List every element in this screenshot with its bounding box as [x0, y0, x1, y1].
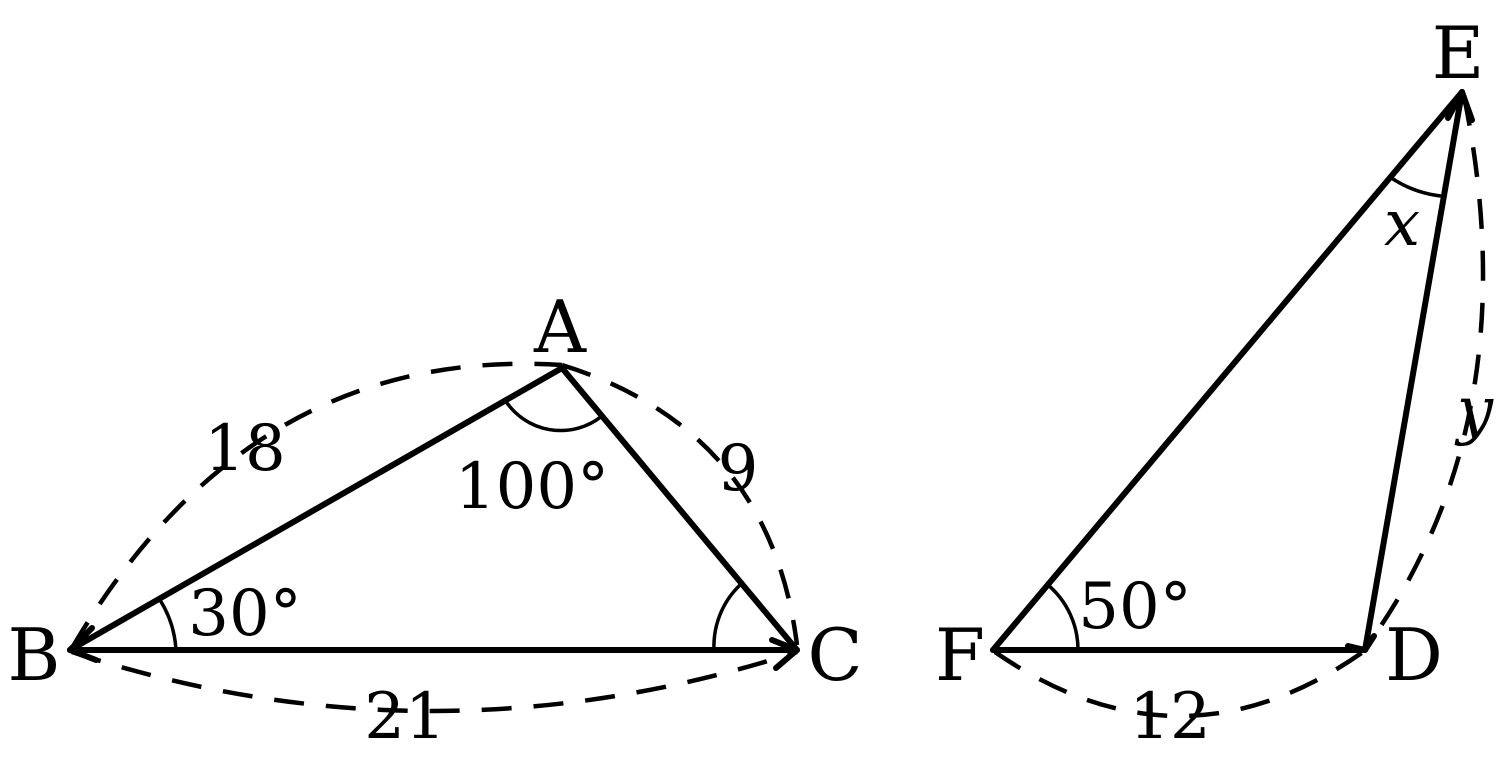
side-ab-line [67, 365, 565, 653]
side-ac-length: 9 [718, 432, 759, 506]
angle-e-arc [1389, 175, 1442, 198]
vertex-a-label: A [533, 285, 587, 369]
angle-a-arc [503, 399, 604, 433]
side-de-line [1362, 89, 1465, 653]
vertex-c-label: C [807, 613, 862, 697]
side-ab-length: 18 [204, 412, 285, 486]
side-ac-dimension-arc [561, 362, 800, 646]
triangle-abc: A B C 18 9 21 100° 30° [8, 285, 863, 754]
vertex-b-label: B [8, 613, 61, 697]
angle-e-variable: x [1384, 187, 1420, 261]
vertex-d-arrowhead [1345, 633, 1377, 653]
side-fd-length: 12 [1129, 680, 1210, 754]
side-fd-dimension-arc [993, 650, 1365, 719]
side-de-variable: y [1454, 374, 1494, 448]
angle-c-arc [712, 583, 742, 651]
angle-a-measure: 100° [455, 450, 609, 524]
angle-f-measure: 50° [1078, 570, 1191, 644]
triangle-def: E F D 12 y x 50° [935, 11, 1494, 754]
side-bc-length: 21 [364, 680, 445, 754]
vertex-d-label: D [1385, 613, 1443, 697]
vertex-e-label: E [1432, 11, 1485, 95]
angle-f-arc [1046, 583, 1080, 651]
angle-b-arc [158, 599, 178, 651]
vertex-c-arrowhead [769, 637, 800, 671]
angle-b-measure: 30° [188, 577, 301, 651]
vertex-f-label: F [935, 613, 985, 697]
side-fe-line [990, 89, 1465, 653]
side-de-dimension-arc [1365, 95, 1486, 648]
side-bc-dimension-arc [71, 649, 798, 714]
